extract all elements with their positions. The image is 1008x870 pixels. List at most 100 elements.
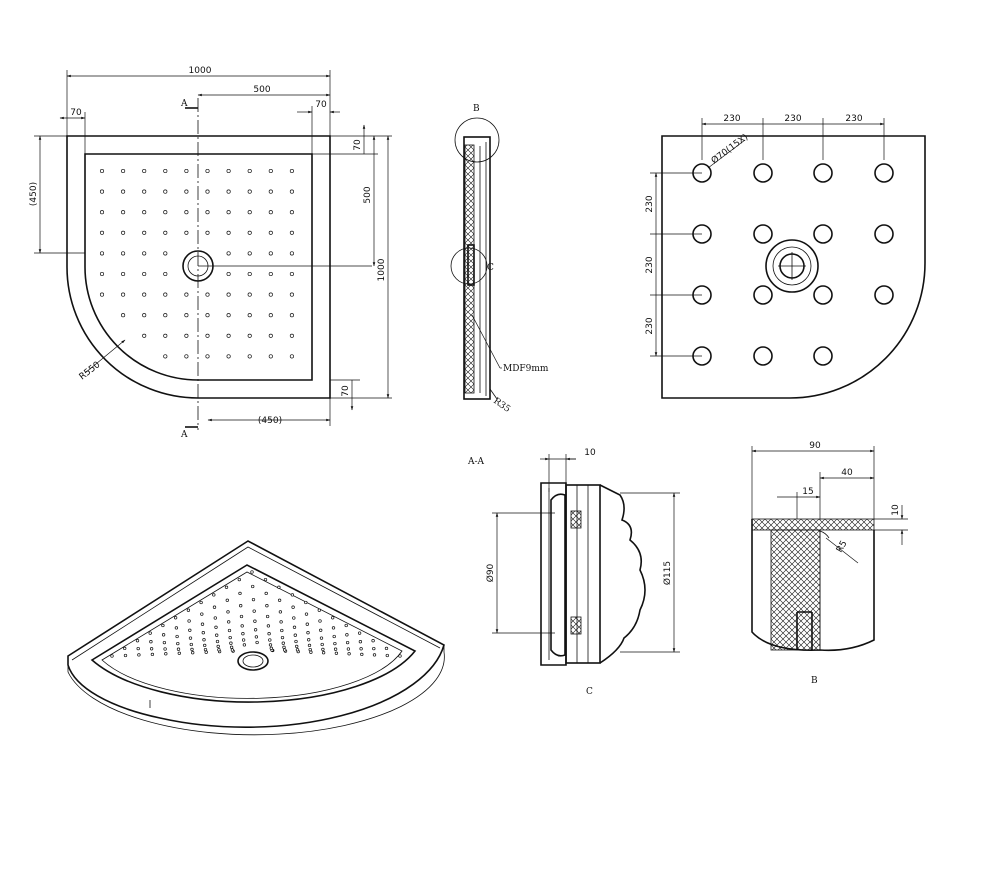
drain-hole bbox=[205, 168, 210, 174]
dim-right-top: 70 bbox=[353, 139, 363, 151]
iso-hole bbox=[224, 585, 229, 589]
drain-hole bbox=[205, 354, 210, 359]
iso-hole bbox=[250, 570, 254, 574]
drain-hole bbox=[247, 189, 252, 194]
iso-hole bbox=[292, 616, 296, 620]
iso-hole bbox=[309, 650, 313, 654]
detail-b-dim-width: 90 bbox=[809, 441, 821, 451]
drain-hole bbox=[268, 168, 273, 174]
iso-hole bbox=[175, 634, 179, 639]
iso-hole bbox=[225, 598, 229, 602]
support-hole bbox=[874, 163, 894, 183]
drain-hole bbox=[289, 271, 294, 277]
iso-hole bbox=[137, 653, 141, 657]
drain-hole bbox=[121, 210, 126, 215]
iso-hole bbox=[174, 626, 179, 630]
dot-grid bbox=[99, 168, 294, 359]
iso-hole bbox=[263, 577, 268, 582]
iso-hole bbox=[199, 600, 203, 605]
iso-hole bbox=[149, 647, 154, 651]
dim-right-margin: 70 bbox=[315, 100, 327, 110]
support-hole bbox=[753, 224, 773, 244]
drain-hole bbox=[247, 333, 252, 338]
detail-c-label: C bbox=[586, 687, 593, 697]
drain-hole bbox=[184, 210, 189, 215]
detail-c-dim-top: 10 bbox=[584, 448, 596, 458]
iso-hole bbox=[242, 643, 247, 647]
iso-hole bbox=[164, 652, 168, 656]
iso-hole bbox=[304, 600, 308, 605]
iso-hole bbox=[201, 631, 205, 635]
iso-hole bbox=[255, 640, 259, 645]
isometric-view bbox=[67, 540, 445, 736]
iso-hole bbox=[162, 640, 167, 645]
support-hole bbox=[813, 163, 833, 183]
drain-hole bbox=[184, 230, 189, 235]
iso-hole bbox=[317, 608, 321, 612]
drain-hole bbox=[142, 210, 147, 215]
drain-hole bbox=[289, 210, 294, 215]
drain-hole bbox=[247, 354, 252, 359]
drain-hole bbox=[289, 292, 294, 297]
drain-hole bbox=[247, 230, 252, 235]
drain-hole bbox=[289, 251, 294, 256]
dim-left-height: (450) bbox=[29, 182, 39, 206]
support-hole bbox=[874, 285, 894, 305]
drain-hole bbox=[247, 168, 252, 174]
iso-hole bbox=[213, 616, 217, 620]
drain-hole bbox=[184, 292, 189, 297]
bottom-view: 230 230 230 230 230 230 Ø70(15X) bbox=[645, 114, 926, 399]
iso-hole bbox=[200, 612, 204, 616]
drain-hole bbox=[142, 168, 147, 174]
drain-hole bbox=[268, 292, 273, 297]
iso-hole bbox=[190, 647, 194, 652]
drain-socket-icon bbox=[765, 239, 819, 293]
support-hole bbox=[753, 285, 773, 305]
iso-hole bbox=[188, 628, 192, 632]
iso-hole bbox=[283, 648, 287, 652]
drain-hole bbox=[268, 333, 273, 338]
iso-hole bbox=[307, 643, 312, 648]
drain-hole bbox=[163, 210, 168, 215]
iso-hole bbox=[161, 633, 166, 637]
drain-hole bbox=[142, 313, 147, 318]
drain-hole bbox=[99, 292, 105, 297]
detail-c-outer-dia: Ø115 bbox=[662, 561, 673, 585]
drain-hole bbox=[121, 251, 126, 256]
iso-hole bbox=[215, 639, 220, 644]
iso-hole bbox=[216, 644, 220, 649]
iso-hole bbox=[267, 632, 271, 636]
support-hole bbox=[753, 346, 773, 366]
drain-hole bbox=[121, 168, 126, 174]
dim-col-1: 230 bbox=[723, 114, 740, 124]
drain-hole bbox=[99, 271, 105, 277]
iso-hole bbox=[385, 653, 389, 658]
iso-hole bbox=[202, 638, 206, 642]
support-hole bbox=[813, 224, 833, 244]
drain-hole bbox=[142, 292, 147, 297]
iso-hole bbox=[204, 650, 208, 654]
iso-hole bbox=[319, 636, 324, 640]
iso-hole bbox=[215, 633, 219, 637]
drain-hole bbox=[142, 230, 147, 235]
iso-hole bbox=[150, 652, 155, 657]
iso-hole bbox=[279, 620, 283, 624]
dim-col-2: 230 bbox=[784, 114, 801, 124]
iso-hole bbox=[277, 598, 282, 602]
dim-half: 500 bbox=[253, 85, 270, 95]
drain-hole bbox=[289, 333, 294, 338]
detail-b-circle bbox=[454, 117, 500, 163]
drain-hole bbox=[289, 230, 294, 235]
drain-hole bbox=[184, 354, 189, 359]
iso-hole bbox=[203, 643, 207, 648]
drain-hole bbox=[268, 251, 273, 256]
iso-hole bbox=[191, 651, 195, 655]
iso-hole bbox=[293, 633, 297, 637]
iso-hole bbox=[333, 641, 337, 646]
iso-hole bbox=[398, 654, 402, 658]
iso-hole bbox=[123, 653, 128, 658]
iso-hole bbox=[265, 614, 270, 619]
drain-hole bbox=[247, 313, 252, 318]
dim-left-margin: 70 bbox=[70, 108, 82, 118]
detail-b-dim-40: 40 bbox=[841, 468, 853, 478]
